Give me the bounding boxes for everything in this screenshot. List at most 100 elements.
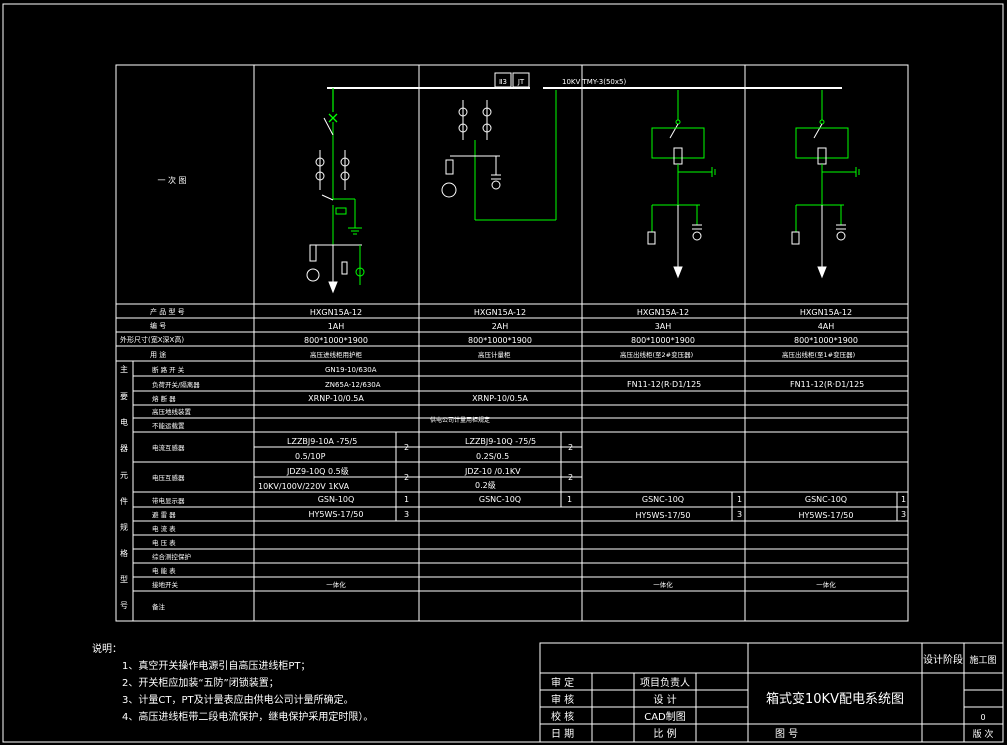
main-group-label: 主 要 电 器 元 件 规 格 型 号 xyxy=(120,364,128,610)
svg-text:0.2S/0.5: 0.2S/0.5 xyxy=(476,452,509,461)
svg-text:主: 主 xyxy=(120,364,128,374)
svg-text:JDZ9-10Q 0.5级: JDZ9-10Q 0.5级 xyxy=(286,466,349,476)
svg-text:接地开关: 接地开关 xyxy=(152,580,179,589)
design-stage-label: 设计阶段 xyxy=(923,653,963,666)
svg-text:LZZBJ9-10A -75/5: LZZBJ9-10A -75/5 xyxy=(287,437,357,446)
svg-text:800*1000*1900: 800*1000*1900 xyxy=(794,336,858,345)
svg-text:GSNC-10Q: GSNC-10Q xyxy=(642,495,684,504)
notes-heading: 说明： xyxy=(92,644,122,655)
svg-text:0.2级: 0.2级 xyxy=(475,480,496,490)
svg-text:GSN-10Q: GSN-10Q xyxy=(318,495,355,504)
row-label-usage: 用 途 xyxy=(150,350,166,359)
note-4: 4、高压进线柜带二段电流保护，继电保护采用定时限）。 xyxy=(122,712,374,723)
component-row-labels: 断 路 开 关 负荷开关/隔离器 熔 断 器 高压地线装置 不能运载置 电流互感… xyxy=(152,365,200,611)
svg-text:2: 2 xyxy=(568,473,573,482)
row-labels: 产 品 型 号 编 号 外形尺寸(宽X深X高) 用 途 xyxy=(120,307,185,359)
bus-box-label-1: Ⅱ3 xyxy=(499,78,507,86)
svg-text:断 路 开 关: 断 路 开 关 xyxy=(152,365,185,374)
svg-text:10KV/100V/220V 1KVA: 10KV/100V/220V 1KVA xyxy=(258,482,350,491)
svg-text:电 能 表: 电 能 表 xyxy=(152,566,176,575)
svg-text:1AH: 1AH xyxy=(328,322,345,331)
svg-text:带电显示器: 带电显示器 xyxy=(152,496,185,505)
bus-label: 10KV TMY-3(50x5) xyxy=(562,78,626,86)
svg-text:格: 格 xyxy=(120,548,128,558)
svg-text:高压出线柜(至2#变压器): 高压出线柜(至2#变压器) xyxy=(620,350,693,359)
revision-value: 0 xyxy=(980,713,985,722)
svg-text:FN11-12(R·D1/125: FN11-12(R·D1/125 xyxy=(627,380,701,389)
svg-text:HY5WS-17/50: HY5WS-17/50 xyxy=(799,511,854,520)
row-label-size: 外形尺寸(宽X深X高) xyxy=(120,335,184,344)
tb-mid-2: CAD制图 xyxy=(644,710,686,723)
svg-text:综合测控保护: 综合测控保护 xyxy=(152,552,191,561)
svg-text:LZZBJ9-10Q -75/5: LZZBJ9-10Q -75/5 xyxy=(465,437,536,446)
tb-mid-1: 设 计 xyxy=(653,693,676,706)
svg-text:电: 电 xyxy=(120,417,128,427)
svg-text:熔 断 器: 熔 断 器 xyxy=(152,394,176,403)
svg-text:1: 1 xyxy=(901,495,906,504)
svg-text:HY5WS-17/50: HY5WS-17/50 xyxy=(636,511,691,520)
svg-text:电 压 表: 电 压 表 xyxy=(152,538,176,547)
svg-text:800*1000*1900: 800*1000*1900 xyxy=(468,336,532,345)
svg-text:供电公司计量用柜规定: 供电公司计量用柜规定 xyxy=(430,416,490,424)
note-2: 2、开关柜应加装“五防”闭锁装置； xyxy=(122,678,279,689)
schematic-3ah xyxy=(647,90,716,279)
svg-text:HXGN15A-12: HXGN15A-12 xyxy=(800,308,852,317)
tb-left-2: 校 核 xyxy=(551,710,574,723)
svg-text:GN19-10/630A: GN19-10/630A xyxy=(325,366,377,374)
svg-text:不能运载置: 不能运载置 xyxy=(152,421,185,430)
tb-left-1: 审 核 xyxy=(551,693,574,706)
svg-text:3: 3 xyxy=(901,510,906,519)
svg-text:要: 要 xyxy=(120,392,128,401)
notes: 说明： 1、真空开关操作电源引自高压进线柜PT； 2、开关柜应加装“五防”闭锁装… xyxy=(92,641,373,726)
design-stage-value: 施工图 xyxy=(969,654,996,666)
svg-text:2: 2 xyxy=(404,443,409,452)
svg-text:1: 1 xyxy=(567,495,572,504)
svg-text:高压进线柜用护柜: 高压进线柜用护柜 xyxy=(310,350,363,359)
svg-text:GSNC-10Q: GSNC-10Q xyxy=(479,495,521,504)
title-block xyxy=(539,642,1004,743)
drawing-no-label: 图 号 xyxy=(775,728,798,740)
svg-text:XRNP-10/0.5A: XRNP-10/0.5A xyxy=(472,394,528,403)
main-table xyxy=(115,64,909,622)
schematic-2ah xyxy=(441,90,557,221)
svg-text:号: 号 xyxy=(120,601,128,610)
svg-text:高压计量柜: 高压计量柜 xyxy=(478,350,511,359)
diagram-title: 箱式变10KV配电系统图 xyxy=(766,691,904,707)
row-label-number: 编 号 xyxy=(150,321,166,330)
svg-text:800*1000*1900: 800*1000*1900 xyxy=(631,336,695,345)
row-label-model: 产 品 型 号 xyxy=(150,307,185,316)
svg-text:HXGN15A-12: HXGN15A-12 xyxy=(637,308,689,317)
svg-text:备注: 备注 xyxy=(152,602,166,611)
schematic-1ah xyxy=(306,88,365,294)
svg-text:HXGN15A-12: HXGN15A-12 xyxy=(310,308,362,317)
svg-text:规: 规 xyxy=(120,522,128,532)
svg-text:器: 器 xyxy=(120,444,128,453)
svg-text:电流互感器: 电流互感器 xyxy=(152,443,185,452)
svg-text:GSNC-10Q: GSNC-10Q xyxy=(805,495,847,504)
svg-text:避 雷 器: 避 雷 器 xyxy=(152,510,176,519)
svg-text:一体化: 一体化 xyxy=(816,580,836,589)
svg-text:800*1000*1900: 800*1000*1900 xyxy=(304,336,368,345)
tb-left-0: 审 定 xyxy=(551,676,574,689)
svg-text:件: 件 xyxy=(120,496,128,506)
svg-text:1: 1 xyxy=(404,495,409,504)
svg-text:高压地线装置: 高压地线装置 xyxy=(152,407,192,416)
bus-box-label-2: JT xyxy=(517,78,525,86)
svg-text:2AH: 2AH xyxy=(492,322,509,331)
svg-text:型: 型 xyxy=(120,575,128,584)
svg-text:ZN65A-12/630A: ZN65A-12/630A xyxy=(325,381,381,389)
svg-text:3: 3 xyxy=(404,510,409,519)
note-1: 1、真空开关操作电源引自高压进线柜PT； xyxy=(122,661,311,672)
svg-text:0.5/10P: 0.5/10P xyxy=(295,452,326,461)
row-header-diagram: 一 次 图 xyxy=(157,175,186,185)
svg-text:高压出线柜(至1#变压器): 高压出线柜(至1#变压器) xyxy=(782,350,855,359)
svg-text:XRNP-10/0.5A: XRNP-10/0.5A xyxy=(308,394,364,403)
revision-label: 版 次 xyxy=(973,728,994,740)
svg-text:电 流 表: 电 流 表 xyxy=(152,524,176,533)
svg-text:4AH: 4AH xyxy=(818,322,835,331)
svg-text:电压互感器: 电压互感器 xyxy=(152,473,185,482)
svg-text:JDZ-10 /0.1KV: JDZ-10 /0.1KV xyxy=(464,467,521,476)
svg-text:1: 1 xyxy=(737,495,742,504)
svg-text:2: 2 xyxy=(404,473,409,482)
